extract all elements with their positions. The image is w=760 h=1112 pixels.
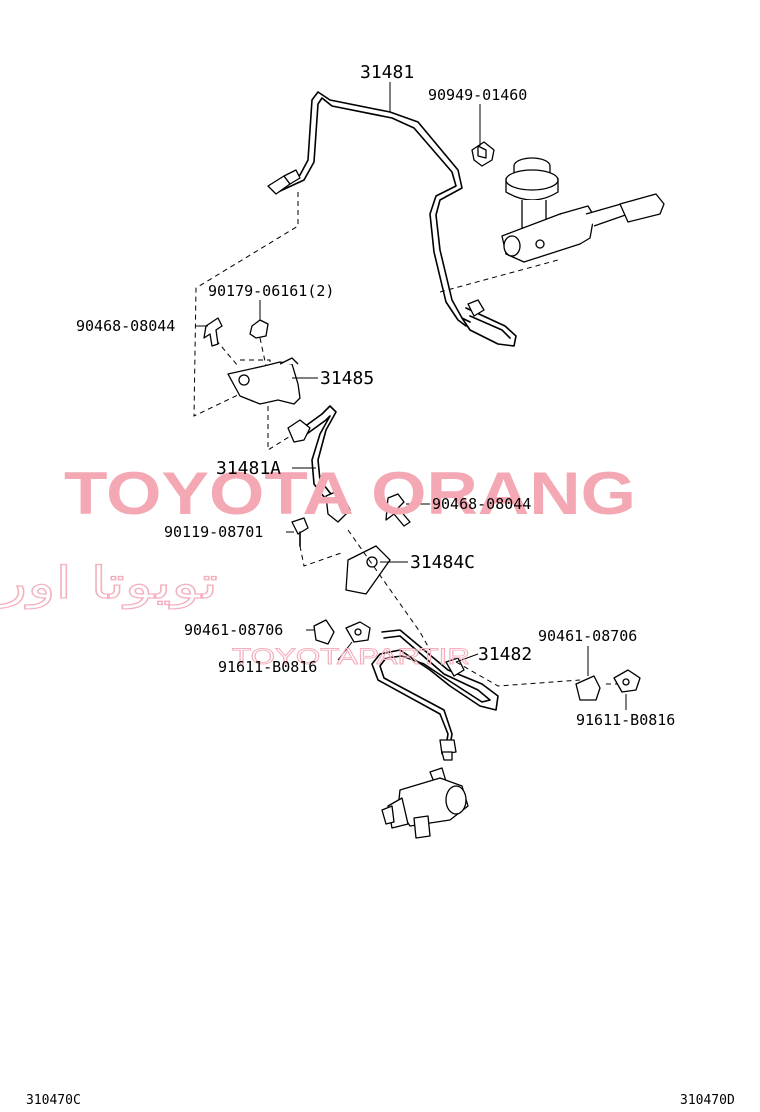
label-91611-b0816-left: 91611-B0816 bbox=[218, 658, 317, 676]
label-31482: 31482 bbox=[478, 644, 532, 665]
bolt-91611-b0816-left bbox=[345, 621, 371, 643]
bracket-31485 bbox=[227, 357, 301, 405]
flex-hose-31481a bbox=[287, 405, 351, 523]
footer-code-left: 310470C bbox=[26, 1093, 81, 1108]
label-90468-08044-top: 90468-08044 bbox=[76, 317, 175, 335]
clip-90468-08044-mid bbox=[385, 493, 411, 527]
clutch-master-cylinder bbox=[501, 157, 665, 263]
label-31485: 31485 bbox=[320, 368, 374, 389]
bolt-91611-b0816-right bbox=[613, 669, 641, 693]
clamp-90461-08706-right bbox=[575, 675, 601, 701]
label-31481: 31481 bbox=[360, 62, 414, 83]
clutch-line-31482 bbox=[371, 629, 499, 761]
clip-90949-01460 bbox=[471, 141, 495, 167]
label-90179-06161: 90179-06161(2) bbox=[208, 282, 334, 300]
label-90461-08706-right: 90461-08706 bbox=[538, 627, 637, 645]
lower-dashed-guides bbox=[347, 529, 618, 687]
clutch-line-31481 bbox=[267, 91, 517, 347]
bolt-guide bbox=[299, 545, 345, 567]
clip-90468-08044-top bbox=[203, 317, 223, 347]
leader-lines bbox=[196, 82, 627, 710]
bracket-31484c bbox=[345, 545, 391, 595]
label-91611-b0816-right: 91611-B0816 bbox=[576, 711, 675, 729]
watermark-sub: TOYOTAPARTIR bbox=[232, 644, 470, 669]
label-31484c: 31484C bbox=[410, 552, 475, 573]
upper-dashed-guides bbox=[193, 192, 559, 451]
watermark-arabic: تویوتا اورنگ bbox=[0, 558, 218, 609]
footer-code-right: 310470D bbox=[680, 1093, 735, 1108]
label-90949-01460: 90949-01460 bbox=[428, 86, 527, 104]
clamp-90461-08706-left bbox=[313, 619, 335, 645]
label-90119-08701: 90119-08701 bbox=[164, 523, 263, 541]
label-31481a: 31481A bbox=[216, 458, 281, 479]
label-90468-08044-mid: 90468-08044 bbox=[432, 495, 531, 513]
nut-90179-06161 bbox=[249, 319, 269, 339]
clutch-release-cylinder bbox=[381, 767, 469, 839]
bolt-90119-08701 bbox=[291, 517, 309, 547]
watermark-main: TOYOTA ORANG bbox=[64, 460, 636, 527]
label-90461-08706-left: 90461-08706 bbox=[184, 621, 283, 639]
